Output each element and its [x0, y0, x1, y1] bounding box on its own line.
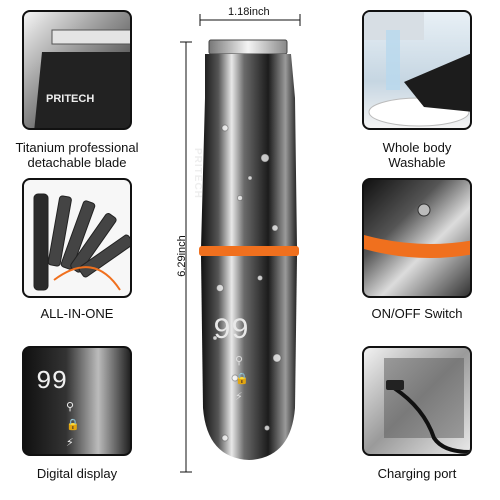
caption-all-in-one: ALL-IN-ONE: [40, 306, 114, 321]
feature-panel-charging: [362, 346, 472, 456]
feature-panel-display: 99 ⚲ 🔒 ⚡: [22, 346, 132, 456]
caption-blade-line2: detachable blade: [27, 155, 127, 170]
svg-text:⚲: ⚲: [66, 400, 74, 413]
svg-text:🔒: 🔒: [235, 372, 249, 385]
trimmer-product-image: 99 ⚲ 🔒 ⚡ PRITECH: [192, 28, 325, 488]
caption-switch: ON/OFF Switch: [371, 306, 463, 321]
feature-panel-switch: [362, 178, 472, 298]
caption-charging: Charging port: [377, 466, 457, 481]
caption-washable-line1: Whole body: [382, 140, 452, 155]
panel-brand-text: PRITECH: [46, 93, 94, 105]
caption-washable-line2: Washable: [388, 155, 446, 170]
product-display-digits: 99: [213, 314, 249, 348]
feature-panel-all-in-one: [22, 178, 132, 298]
height-label: 6.29inch: [176, 235, 188, 277]
svg-text:⚲: ⚲: [235, 354, 243, 367]
svg-text:⚡: ⚡: [66, 436, 74, 449]
caption-display: Digital display: [36, 466, 118, 481]
feature-panel-blade: PRITECH: [22, 10, 132, 130]
svg-text:🔒: 🔒: [66, 418, 80, 431]
width-label: 1.18inch: [228, 6, 270, 18]
panel-display-digits: 99: [36, 366, 67, 396]
caption-blade-line1: Titanium professional: [15, 140, 139, 155]
svg-text:⚡: ⚡: [235, 390, 243, 403]
brand-text: PRITECH: [192, 148, 203, 199]
feature-panel-washable: [362, 10, 472, 130]
